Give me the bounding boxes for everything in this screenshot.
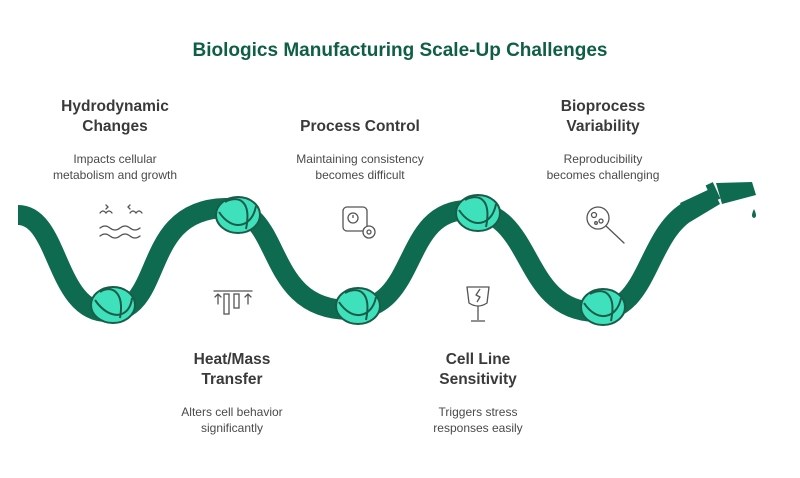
heading-line-2: Changes	[82, 118, 148, 135]
description-line-1: Maintaining consistency	[296, 152, 424, 166]
nozzle	[680, 182, 756, 222]
heading-line-1: Heat/Mass	[193, 351, 271, 368]
description-line-2: becomes challenging	[546, 168, 660, 182]
diagram-title: Biologics Manufacturing Scale-Up Challen…	[192, 40, 608, 61]
description-line-2: significantly	[200, 421, 264, 435]
transfer-bars-icon	[213, 290, 253, 315]
challenge-bioprocess: Bioprocess Variability Reproducibility b…	[508, 97, 698, 183]
challenge-heading: Hydrodynamic Changes	[20, 97, 210, 137]
challenge-description: Impacts cellular metabolism and growth	[20, 151, 210, 183]
petri-magnifier-icon	[586, 206, 625, 244]
control-gear-icon	[342, 206, 376, 239]
heading-line-1: Process Control	[300, 118, 420, 135]
challenge-process-control: Process Control Maintaining consistency …	[265, 117, 455, 183]
challenge-cell-line: Cell Line Sensitivity Triggers stress re…	[383, 350, 573, 436]
challenge-heading: Process Control	[265, 117, 455, 137]
waves-arrows-icon	[99, 204, 143, 239]
heading-line-1: Bioprocess	[560, 98, 646, 115]
knot-1	[90, 286, 136, 324]
challenge-heading: Bioprocess Variability	[508, 97, 698, 137]
description-line-1: Impacts cellular	[73, 152, 157, 166]
challenge-description: Triggers stress responses easily	[383, 404, 573, 436]
challenge-description: Reproducibility becomes challenging	[508, 151, 698, 183]
challenge-description: Alters cell behavior significantly	[137, 404, 327, 436]
description-line-2: metabolism and growth	[52, 168, 178, 182]
knot-2	[215, 196, 261, 234]
challenge-heading: Heat/Mass Transfer	[137, 350, 327, 390]
heading-line-2: Variability	[566, 118, 640, 135]
heading-line-1: Hydrodynamic	[61, 98, 169, 115]
cracked-glass-icon	[466, 286, 490, 322]
challenge-description: Maintaining consistency becomes difficul…	[265, 151, 455, 183]
heading-line-2: Sensitivity	[439, 371, 517, 388]
description-line-1: Reproducibility	[563, 152, 643, 166]
heading-line-2: Transfer	[201, 371, 263, 388]
description-line-1: Alters cell behavior	[181, 405, 283, 419]
challenge-heading: Cell Line Sensitivity	[383, 350, 573, 390]
heading-line-1: Cell Line	[445, 351, 511, 368]
description-line-2: becomes difficult	[315, 168, 405, 182]
description-line-1: Triggers stress	[438, 405, 518, 419]
description-line-2: responses easily	[433, 421, 523, 435]
knot-4	[455, 194, 501, 232]
knot-5	[580, 288, 626, 326]
challenge-heat-mass: Heat/Mass Transfer Alters cell behavior …	[137, 350, 327, 436]
challenge-hydrodynamic: Hydrodynamic Changes Impacts cellular me…	[20, 97, 210, 183]
knot-3	[335, 287, 381, 325]
